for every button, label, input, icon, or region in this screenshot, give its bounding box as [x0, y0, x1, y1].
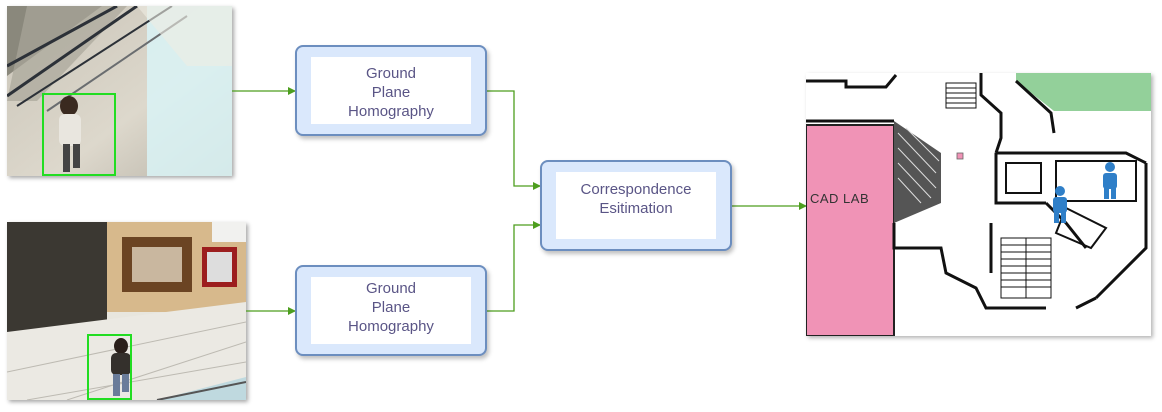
detection-box-1 [42, 93, 116, 176]
correspondence-box: Correspondence Esitimation [540, 160, 732, 251]
arrow-homography-top-to-correspondence [487, 90, 541, 190]
correspondence-label: Correspondence Esitimation [580, 181, 692, 217]
person-icon [1053, 186, 1067, 223]
homography-box-top-inner: Ground Plane Homography [311, 57, 471, 124]
floor-map: CAD LAB [806, 73, 1151, 336]
arrow-homography-bottom-to-correspondence [487, 221, 541, 312]
homography-top-label: Ground Plane Homography [348, 65, 434, 120]
cad-lab-label: CAD LAB [810, 191, 870, 206]
homography-box-top: Ground Plane Homography [295, 45, 487, 136]
floor-plan-image [806, 73, 1151, 336]
homography-box-bottom: Ground Plane Homography [295, 265, 487, 356]
camera-view-2 [7, 222, 246, 400]
detection-box-2 [87, 334, 132, 400]
camera-view-2-image [7, 222, 246, 400]
camera-view-1 [7, 6, 232, 176]
homography-box-bottom-inner: Ground Plane Homography [311, 277, 471, 344]
homography-bottom-label: Ground Plane Homography [348, 280, 434, 335]
camera-view-1-image [7, 6, 232, 176]
person-icon [1103, 162, 1117, 199]
correspondence-box-inner: Correspondence Esitimation [556, 172, 716, 239]
